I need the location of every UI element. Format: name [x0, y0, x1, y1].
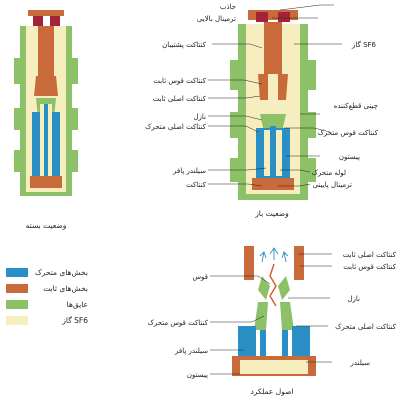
open-terminal-left	[256, 12, 268, 22]
legend-swatch-fixed	[6, 284, 28, 293]
open-fixed-rod	[264, 22, 282, 74]
op-label-cylinder: سیلندر	[350, 359, 371, 367]
leader-puffer	[208, 167, 267, 171]
op-nozzle-left	[254, 302, 268, 330]
op-gas-arrow-right	[281, 251, 289, 263]
legend-label-fixed: بخش‌های ثابت	[43, 284, 88, 293]
open-top-flange	[248, 10, 298, 20]
label-puffer-cylinder: سیلندر پافر	[172, 167, 206, 175]
closed-state-diagram: وضعیت بسته	[14, 10, 78, 230]
closed-shed-right-1	[70, 58, 78, 84]
op-arc-finger-left	[258, 276, 270, 300]
leader-moving-tube	[280, 169, 311, 173]
op-label-fixed-main-contact: کنتاکت اصلی ثابت	[343, 251, 397, 259]
op-label-puffer-cylinder: سیلندر پافر	[174, 347, 208, 355]
op-moving-left	[238, 326, 256, 356]
op-moving-right	[292, 326, 310, 356]
open-moving-tube	[270, 126, 276, 190]
label-moving-main-contact: کنتاکت اصلی متحرک	[145, 123, 207, 131]
open-terminal-right	[278, 12, 290, 22]
leader-contact	[208, 183, 263, 187]
op-label-piston: پیستون	[187, 371, 208, 379]
closed-shed-right-2	[70, 108, 78, 130]
op-moving-tube-left	[260, 330, 266, 370]
op-gas-arrow-center	[269, 247, 279, 260]
op-leader-arc	[210, 275, 271, 285]
leader-attractor	[279, 4, 334, 11]
open-shed-left-2	[230, 112, 240, 138]
open-shed-left-1	[230, 60, 240, 90]
leader-fixed-main	[208, 95, 261, 99]
caption-operation: اصول عملکرد	[250, 387, 293, 396]
closed-terminal-left	[33, 16, 43, 26]
closed-shed-right-3	[70, 150, 78, 172]
label-fixed-arc-contact: کنتاکت قوس ثابت	[153, 77, 206, 85]
op-moving-tube-right	[282, 330, 288, 370]
legend-swatch-moving	[6, 268, 28, 277]
legend: بخش‌های متحرک بخش‌های ثابت عایق‌ها گاز S…	[6, 268, 88, 325]
leader-support-contact	[212, 43, 263, 49]
label-upper-terminal: ترمینال بالایی	[197, 15, 236, 23]
open-fixed-bore	[268, 74, 278, 104]
leader-nozzle	[208, 115, 263, 121]
op-label-moving-arc-contact: کنتاکت قوس متحرک	[148, 319, 209, 327]
label-moving-tube: لوله متحرک	[312, 169, 346, 177]
label-fixed-main-contact: کنتاکت اصلی ثابت	[153, 95, 207, 103]
leader-fixed-arc	[208, 79, 263, 85]
closed-bottom-terminal	[30, 176, 62, 188]
op-label-nozzle: نازل	[347, 295, 360, 303]
closed-top-flange	[28, 10, 64, 16]
closed-fixed-fingers	[34, 76, 58, 96]
closed-shed-left-3	[14, 150, 22, 172]
label-sf6-gas: گاز SF6	[351, 40, 377, 49]
op-label-arc: قوس	[192, 273, 208, 281]
operation-diagram: کنتاکت اصلی ثابت کنتاکت قوس ثابت قوس ناز…	[148, 246, 397, 396]
leader-moving-arc	[284, 127, 331, 133]
op-leader-moving-arc	[210, 315, 265, 323]
label-interrupter-porcelain: چینی قطع‌کننده	[334, 102, 378, 110]
open-state-diagram: جاذب ترمینال بالایی کنتاکت پشتیبان گاز S…	[145, 3, 379, 218]
closed-fixed-rod	[38, 26, 54, 76]
label-support-contact: کنتاکت پشتیبان	[162, 41, 207, 49]
closed-terminal-right	[50, 16, 60, 26]
op-label-moving-main-contact: کنتاکت اصلی متحرک	[335, 323, 397, 331]
label-contact: کنتاکت	[186, 181, 207, 189]
label-attractor: جاذب	[220, 3, 236, 11]
label-lower-terminal: ترمینال پایینی	[313, 181, 352, 189]
label-nozzle: نازل	[193, 113, 206, 121]
op-label-fixed-arc-contact: کنتاکت قوس ثابت	[343, 263, 396, 271]
closed-shed-left-2	[14, 108, 22, 130]
legend-label-insulators: عایق‌ها	[67, 300, 88, 309]
legend-swatch-insulators	[6, 300, 28, 309]
op-fixed-right	[294, 246, 304, 280]
closed-shed-left-1	[14, 58, 22, 84]
legend-label-sf6: گاز SF6	[61, 316, 88, 325]
open-nozzle	[260, 114, 286, 132]
open-shed-right-2	[306, 112, 316, 138]
leader-lower-terminal	[278, 183, 311, 187]
caption-closed: وضعیت بسته	[26, 221, 67, 230]
open-bottom-terminal	[252, 178, 294, 190]
op-arc	[269, 263, 277, 307]
open-shed-right-3	[306, 158, 316, 182]
label-piston: پیستون	[339, 153, 360, 161]
legend-label-moving: بخش‌های متحرک	[35, 268, 88, 277]
closed-moving-rod	[44, 104, 48, 184]
legend-swatch-sf6	[6, 316, 28, 325]
label-moving-arc-contact: کنتاکت قوس متحرک	[318, 129, 379, 137]
op-nozzle-right	[280, 302, 294, 330]
caption-open: وضعیت باز	[254, 209, 289, 218]
open-shed-right-1	[306, 60, 316, 90]
op-fixed-left	[244, 246, 254, 280]
leader-moving-main	[208, 125, 259, 133]
op-cylinder-space	[240, 360, 308, 374]
op-arc-finger-right	[278, 276, 290, 300]
op-gas-arrow-left	[259, 251, 267, 263]
